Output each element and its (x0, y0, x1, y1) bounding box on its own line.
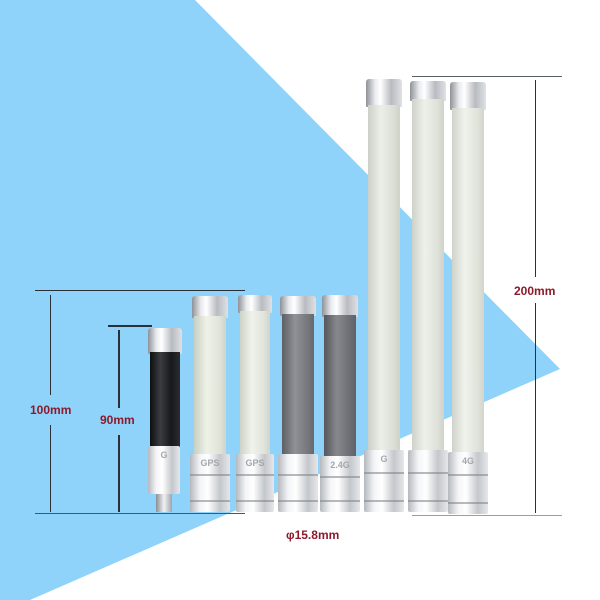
antenna-connector: 4G (448, 452, 488, 514)
antenna-radome (368, 105, 400, 455)
antenna-3: GPS (236, 295, 274, 512)
baseline-left (35, 513, 245, 514)
antenna-6: G (364, 79, 404, 512)
antenna-cap (238, 295, 272, 313)
dim-90-vertical-lower (118, 435, 120, 512)
dim-200-vertical-upper (535, 80, 536, 277)
antenna-cap (450, 82, 486, 110)
antenna-radome (150, 352, 180, 448)
dim-90-top-line (108, 325, 152, 327)
antenna-radome (452, 108, 484, 458)
antenna-cap (192, 296, 228, 318)
dim-200-label: 200mm (514, 284, 556, 298)
antenna-connector: GPS (236, 454, 274, 512)
dim-100-vertical-lower (50, 425, 51, 512)
antenna-connector (408, 450, 448, 512)
antenna-7 (408, 81, 448, 512)
dim-100-label: 100mm (30, 403, 72, 417)
antenna-radome (240, 311, 270, 455)
dim-90-vertical-upper (118, 330, 120, 408)
dim-200-vertical-lower (535, 303, 536, 513)
antenna-cap (148, 328, 182, 354)
antenna-connector: G (148, 446, 180, 494)
antenna-2: GPS (190, 296, 230, 512)
connector-pin (156, 494, 172, 512)
antenna-cap (280, 296, 316, 316)
dim-100-top-line (35, 290, 245, 291)
antenna-connector: GPS (190, 454, 230, 512)
dim-200-top-line (412, 76, 562, 77)
dim-100-vertical-upper (50, 295, 51, 395)
baseline-right (412, 515, 562, 516)
antenna-1: G (148, 328, 182, 512)
antenna-radome (194, 316, 226, 456)
antenna-connector (278, 454, 318, 512)
antenna-radome (282, 314, 314, 456)
antenna-radome (324, 315, 356, 459)
antenna-cap (410, 81, 446, 101)
antenna-8: 4G (448, 82, 488, 514)
antenna-cap (366, 79, 402, 107)
antenna-connector: 2.4G (320, 456, 360, 512)
diameter-label: φ15.8mm (286, 528, 340, 542)
dim-90-label: 90mm (100, 413, 135, 427)
antenna-cap (322, 295, 358, 317)
antenna-5: 2.4G (320, 295, 360, 512)
antenna-radome (412, 99, 444, 455)
antenna-connector: G (364, 450, 404, 512)
antenna-4 (278, 296, 318, 512)
